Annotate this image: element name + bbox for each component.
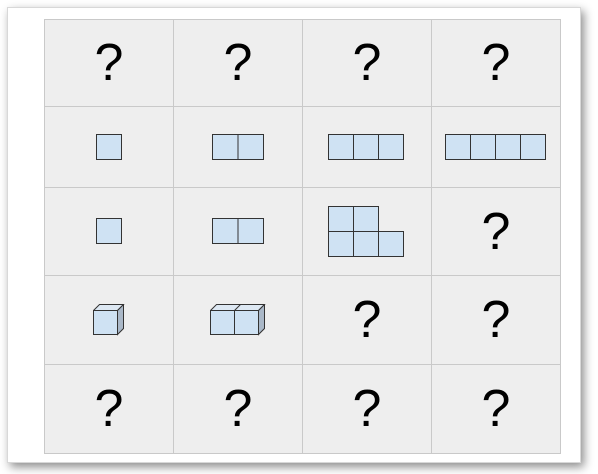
cubes-row-2-shape [210,304,266,336]
question-mark: ? [481,202,511,261]
question-mark: ? [223,34,253,92]
cell-r5-c3: ? [302,364,432,454]
squares-row-3-shape [328,133,404,160]
cell-r4-c2 [173,275,303,365]
cell-r5-c2: ? [173,364,303,454]
cell-r2-c4 [431,106,561,188]
cell-r4-c1 [44,275,174,365]
cell-r3-c4: ? [431,187,561,276]
cell-r2-c1 [44,106,174,188]
cell-r3-c3 [302,187,432,276]
squares-row-4-shape [444,133,546,160]
square-1-shape [95,133,122,160]
cube-1-shape [93,304,125,336]
cell-r2-c3 [302,106,432,188]
question-mark: ? [352,291,382,349]
cell-r2-c2 [173,106,303,188]
grid-row-1: ? ? ? ? [44,19,561,107]
squares-row-2-shape [211,133,264,160]
cell-r5-c1: ? [44,364,174,454]
cell-r5-c4: ? [431,364,561,454]
cell-r1-c2: ? [173,19,303,107]
question-mark: ? [481,34,511,92]
squares-row-2-shape [211,218,264,244]
question-mark: ? [352,34,382,92]
question-mark: ? [352,380,382,438]
cell-r4-c3: ? [302,275,432,365]
question-mark: ? [481,380,511,438]
cell-r1-c1: ? [44,19,174,107]
question-mark: ? [481,291,511,349]
question-mark: ? [223,380,253,438]
grid-row-4: ? ? [44,275,561,365]
grid-row-3: ? [44,187,561,276]
question-mark: ? [94,34,124,92]
cell-r1-c4: ? [431,19,561,107]
question-mark: ? [94,380,124,438]
squares-stair-5-shape [328,205,404,257]
square-1-shape [95,218,122,244]
cell-r3-c2 [173,187,303,276]
cell-r1-c3: ? [302,19,432,107]
pattern-grid: ? ? ? ? [44,19,561,454]
cell-r4-c4: ? [431,275,561,365]
grid-row-5: ? ? ? ? [44,364,561,454]
grid-row-2 [44,106,561,188]
cell-r3-c1 [44,187,174,276]
